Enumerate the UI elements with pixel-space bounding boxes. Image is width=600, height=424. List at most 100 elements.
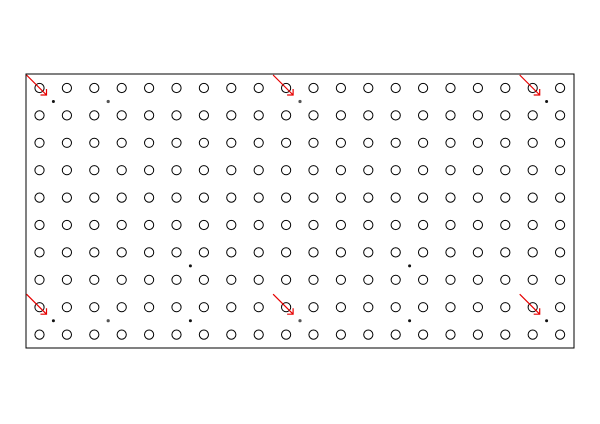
grid-circle	[144, 329, 155, 340]
grid-circle	[226, 219, 237, 231]
grid-circle	[198, 165, 209, 176]
grid-circle	[555, 329, 566, 340]
grid-circle	[472, 302, 483, 313]
grid-circle	[363, 219, 374, 231]
grid-circle	[500, 110, 511, 121]
grid-circle	[335, 329, 346, 340]
grid-circle	[61, 219, 73, 231]
red-arrow	[519, 293, 541, 315]
grid-circle	[500, 302, 511, 313]
grid-circle	[555, 110, 566, 121]
grid-circle	[308, 274, 319, 285]
grid-circle	[171, 82, 182, 94]
grid-circle	[500, 329, 511, 340]
grid-circle	[226, 137, 237, 148]
grid-circle	[253, 165, 264, 176]
grid-circle	[335, 137, 346, 148]
grid-circle	[89, 165, 100, 176]
marker-dots	[51, 99, 549, 323]
grid-circle	[116, 192, 127, 203]
grid-circle	[171, 302, 182, 313]
grid-circle	[335, 302, 346, 313]
grid-circle	[335, 247, 346, 258]
grid-circle	[253, 137, 264, 148]
grid-circle	[171, 247, 182, 258]
grid-circle	[89, 82, 100, 94]
grid-circle	[527, 219, 538, 231]
grid-circle	[335, 82, 346, 94]
grid-circle	[472, 274, 483, 285]
grid-circle	[144, 165, 155, 176]
diagram-frame	[25, 73, 575, 349]
red-arrow	[26, 74, 48, 96]
grid-circle	[198, 247, 209, 258]
grid-circle	[445, 329, 456, 340]
grid-circle	[171, 329, 182, 340]
grid-circle	[555, 82, 566, 94]
grid-circle	[555, 302, 566, 313]
grid-circle	[253, 110, 264, 121]
grid-circle	[89, 302, 100, 313]
grid-circle	[363, 165, 374, 176]
grid-circle	[390, 302, 401, 313]
grid-circle	[226, 274, 237, 285]
grid-circle	[198, 192, 209, 203]
grid-circle	[198, 137, 209, 148]
grid-circle	[171, 110, 182, 121]
grid-circle	[390, 274, 401, 285]
marker-dot	[545, 100, 549, 103]
marker-dot	[106, 99, 110, 104]
grid-circle	[34, 274, 45, 285]
grid-circle	[253, 247, 264, 258]
grid-circle	[500, 137, 511, 148]
grid-circle	[89, 219, 100, 231]
grid-circle	[34, 165, 45, 176]
grid-circle	[418, 219, 429, 231]
grid-circle	[390, 165, 401, 176]
grid-circle	[390, 247, 401, 258]
grid-circle	[363, 192, 374, 203]
grid-circle	[390, 219, 401, 231]
red-arrow	[26, 293, 48, 315]
grid-circle	[116, 219, 127, 231]
grid-circle	[34, 137, 45, 148]
grid-circle	[61, 329, 73, 340]
grid-circle	[89, 329, 100, 340]
grid-circle	[253, 219, 264, 231]
grid-circle	[418, 329, 429, 340]
grid-circle	[89, 274, 100, 285]
grid-circle	[335, 274, 346, 285]
grid-circle	[363, 329, 374, 340]
grid-circle	[363, 247, 374, 258]
grid-circle	[144, 137, 155, 148]
grid-circle	[555, 137, 566, 148]
grid-circle	[226, 82, 237, 94]
grid-circle	[472, 110, 483, 121]
grid-circle	[89, 110, 100, 121]
grid-circle	[527, 137, 538, 148]
grid-circle	[390, 110, 401, 121]
grid-circle	[116, 165, 127, 176]
grid-circle	[144, 247, 155, 258]
grid-circle	[226, 247, 237, 258]
grid-circle	[308, 110, 319, 121]
grid-circle	[390, 329, 401, 340]
grid-circle	[472, 329, 483, 340]
grid-circle	[281, 302, 292, 313]
grid-circle	[445, 192, 456, 203]
grid-circle	[472, 247, 483, 258]
grid-circle	[281, 329, 292, 340]
grid-circle	[308, 247, 319, 258]
grid-circle	[253, 274, 264, 285]
grid-circle	[555, 165, 566, 176]
grid-circle	[89, 247, 100, 258]
grid-circle	[116, 329, 127, 340]
grid-circle	[116, 137, 127, 148]
grid-circle	[418, 82, 429, 94]
grid-circle	[226, 302, 237, 313]
circle-grid	[34, 82, 566, 340]
marker-dot	[408, 319, 412, 323]
grid-circle	[335, 219, 346, 231]
marker-dot	[298, 99, 302, 104]
